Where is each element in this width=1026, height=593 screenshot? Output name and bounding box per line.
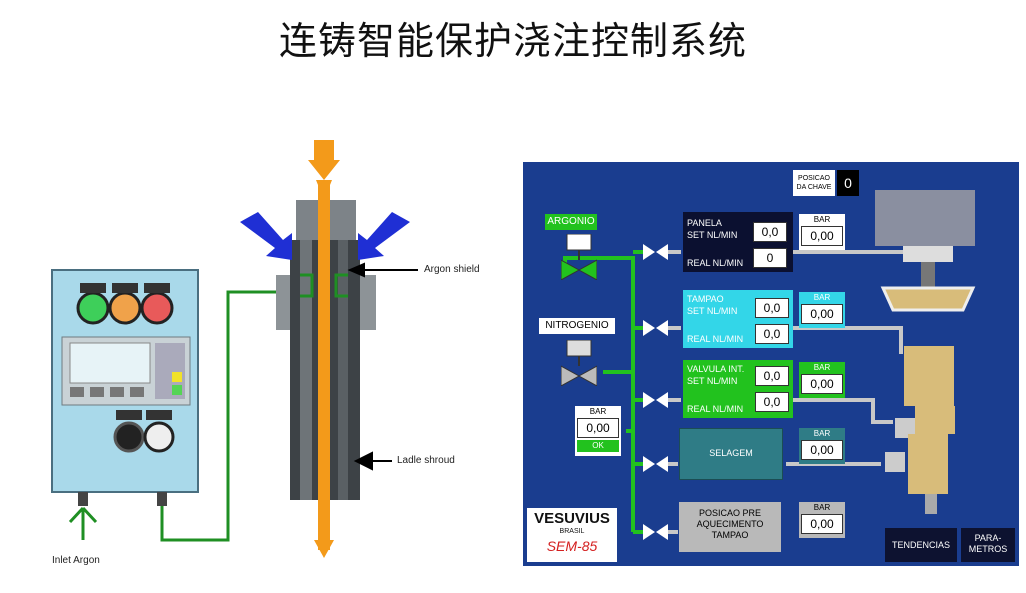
ladle-shroud [276,140,376,558]
parametros-button[interactable]: PARA- METROS [961,528,1015,562]
panela-set-label: SET NL/MIN [687,230,738,240]
selagem-bar-panel: BAR 0,00 [799,428,845,464]
main-bar-value: 0,00 [577,418,619,438]
valvula-panel: VALVULA INT. SET NL/MIN REAL NL/MIN 0,0 … [683,360,793,418]
valvula-name: VALVULA INT. [687,364,745,374]
panela-set-value[interactable]: 0,0 [753,222,787,242]
nitrogenio-label: NITROGENIO [539,318,615,334]
ladle-shroud-pointer [353,451,392,471]
tampao-panel: TAMPAO SET NL/MIN REAL NL/MIN 0,0 0,0 [683,290,793,348]
posicao-pre-bar-panel: BAR 0,00 [799,502,845,538]
tampao-bar-value: 0,00 [801,304,843,324]
tampao-bar-panel: BAR 0,00 [799,292,845,328]
panela-name: PANELA [687,218,722,228]
valvula-real-label: REAL NL/MIN [687,404,744,414]
main-bar-panel: BAR 0,00 OK [575,406,621,456]
posicao-pre-bar-value: 0,00 [801,514,843,534]
panela-real-value: 0 [753,248,787,268]
panela-bar-value: 0,00 [801,226,843,246]
selagem-bar-value: 0,00 [801,440,843,460]
argon-shield-pointer [347,262,418,278]
posicao-value: 0 [837,170,859,196]
tundish-graphic [875,190,976,514]
panela-panel: PANELA SET NL/MIN REAL NL/MIN 0,0 0 [683,212,793,272]
selagem-name: SELAGEM [709,448,753,458]
control-cabinet [51,269,199,506]
tampao-bar-label: BAR [813,293,831,302]
logo-sub: BRASIL [559,528,585,535]
main-bar-label: BAR [589,407,607,416]
panela-bar-panel: BAR 0,00 [799,214,845,250]
nitrogenio-valve-icon[interactable] [560,339,598,387]
hmi-pipes [563,190,976,540]
posicao-pre-panel[interactable]: POSICAO PRE AQUECIMENTO TAMPAO [679,502,781,552]
tampao-set-value[interactable]: 0,0 [755,298,789,318]
posicao-label: POSICAO DA CHAVE [796,175,832,191]
selagem-panel[interactable]: SELAGEM [679,428,783,480]
tampao-real-value: 0,0 [755,324,789,344]
tampao-name: TAMPAO [687,294,724,304]
valvula-bar-panel: BAR 0,00 [799,362,845,398]
argon-shield-label: Argon shield [424,264,480,275]
tampao-set-label: SET NL/MIN [687,306,738,316]
valvula-real-value: 0,0 [755,392,789,412]
argonio-label: ARGONIO [545,214,597,230]
ladle-shroud-label: Ladle shroud [397,455,455,466]
inlet-argon-label: Inlet Argon [52,555,100,566]
inlet-argon-arrow [68,506,98,540]
vesuvius-logo: VESUVIUS BRASIL SEM-85 [527,508,617,562]
panela-bar-label: BAR [813,215,831,224]
posicao-pre-name: POSICAO PRE AQUECIMENTO TAMPAO [696,508,764,540]
main-ok-button[interactable]: OK [577,440,619,452]
valvula-set-label: SET NL/MIN [687,376,738,386]
valvula-bar-label: BAR [813,363,831,372]
valvula-set-value[interactable]: 0,0 [755,366,789,386]
posicao-pre-bar-label: BAR [813,503,831,512]
tampao-real-label: REAL NL/MIN [687,334,744,344]
page-title: 连铸智能保护浇注控制系统 [278,19,747,63]
panela-real-label: REAL NL/MIN [687,258,744,268]
logo-main: VESUVIUS [534,510,610,527]
logo-model: SEM-85 [546,538,598,554]
argon-pipe [160,290,298,542]
blue-arrow-right [358,212,410,260]
hmi-panel: POSICAO DA CHAVE 0 ARGONIO NITROGENIO BA… [523,162,1019,566]
selagem-bar-label: BAR [813,429,831,438]
process-schematic [51,140,418,558]
valvula-bar-value: 0,00 [801,374,843,394]
posicao-label-box: POSICAO DA CHAVE [793,170,835,196]
tendencias-button[interactable]: TENDENCIAS [885,528,957,562]
argonio-valve-icon[interactable] [560,233,598,281]
blue-arrow-left [240,212,292,260]
